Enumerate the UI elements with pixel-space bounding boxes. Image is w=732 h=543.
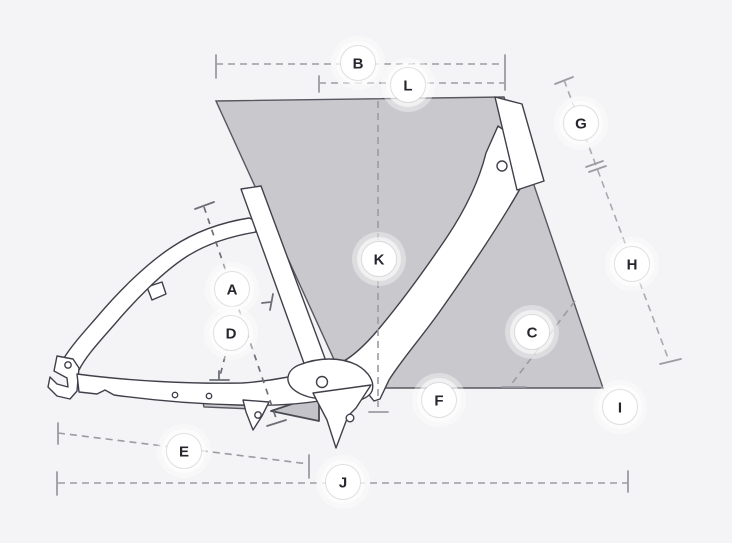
kickstand-bolt — [345, 413, 355, 423]
marker-K[interactable]: K — [352, 232, 406, 286]
rear-dropout — [47, 355, 80, 400]
marker-letter: K — [374, 252, 385, 269]
marker-letter: F — [434, 393, 443, 410]
marker-letter: B — [353, 56, 364, 73]
marker-letter: H — [627, 257, 638, 274]
headtube-bolt — [496, 160, 508, 172]
fender-tab — [146, 281, 167, 301]
tick-a-bottom — [266, 419, 287, 427]
kickstand-mount — [312, 384, 372, 449]
marker-F[interactable]: F — [412, 373, 466, 427]
marker-circle — [602, 389, 638, 425]
marker-letter: I — [618, 400, 622, 417]
marker-A[interactable]: A — [205, 262, 259, 316]
frame-outline — [47, 96, 545, 449]
tick-gh-top — [554, 76, 574, 85]
marker-circle — [340, 45, 376, 81]
marker-circle — [390, 67, 426, 103]
marker-circle — [361, 241, 397, 277]
tick-d-bottom — [209, 370, 230, 381]
marker-E[interactable]: E — [157, 424, 211, 478]
measure-line-d — [219, 332, 232, 377]
geometry-markers: B L G K H A D C F I E J — [157, 36, 659, 509]
marker-J[interactable]: J — [316, 455, 370, 509]
head-tube — [494, 96, 545, 191]
marker-L[interactable]: L — [381, 58, 435, 112]
marker-circle — [213, 315, 249, 351]
marker-C[interactable]: C — [505, 305, 559, 359]
seatstay-bolt — [64, 361, 72, 369]
marker-letter: L — [403, 78, 412, 95]
marker-circle — [166, 433, 202, 469]
tick-a-mid — [261, 293, 274, 311]
marker-circle — [514, 314, 550, 350]
marker-letter: C — [527, 325, 538, 342]
break-mark-gh — [585, 160, 607, 173]
marker-D[interactable]: D — [204, 306, 258, 360]
marker-I[interactable]: I — [593, 380, 647, 434]
marker-letter: E — [179, 444, 189, 461]
chainstay-bolt-1 — [171, 391, 179, 399]
bottom-bracket-bolt — [315, 375, 329, 389]
motor-mount-bolt — [254, 411, 262, 419]
marker-letter: J — [339, 475, 347, 492]
marker-circle — [563, 105, 599, 141]
marker-letter: D — [226, 326, 237, 343]
tick-gh-bottom — [659, 358, 682, 365]
marker-B[interactable]: B — [331, 36, 385, 90]
chainstay-bolt-2 — [205, 392, 213, 400]
marker-circle — [421, 382, 457, 418]
marker-circle — [214, 271, 250, 307]
marker-letter: G — [575, 116, 587, 133]
marker-H[interactable]: H — [605, 237, 659, 291]
marker-letter: A — [227, 282, 238, 299]
marker-circle — [614, 246, 650, 282]
marker-circle — [325, 464, 361, 500]
tick-a-top — [194, 201, 215, 210]
marker-G[interactable]: G — [554, 96, 608, 150]
